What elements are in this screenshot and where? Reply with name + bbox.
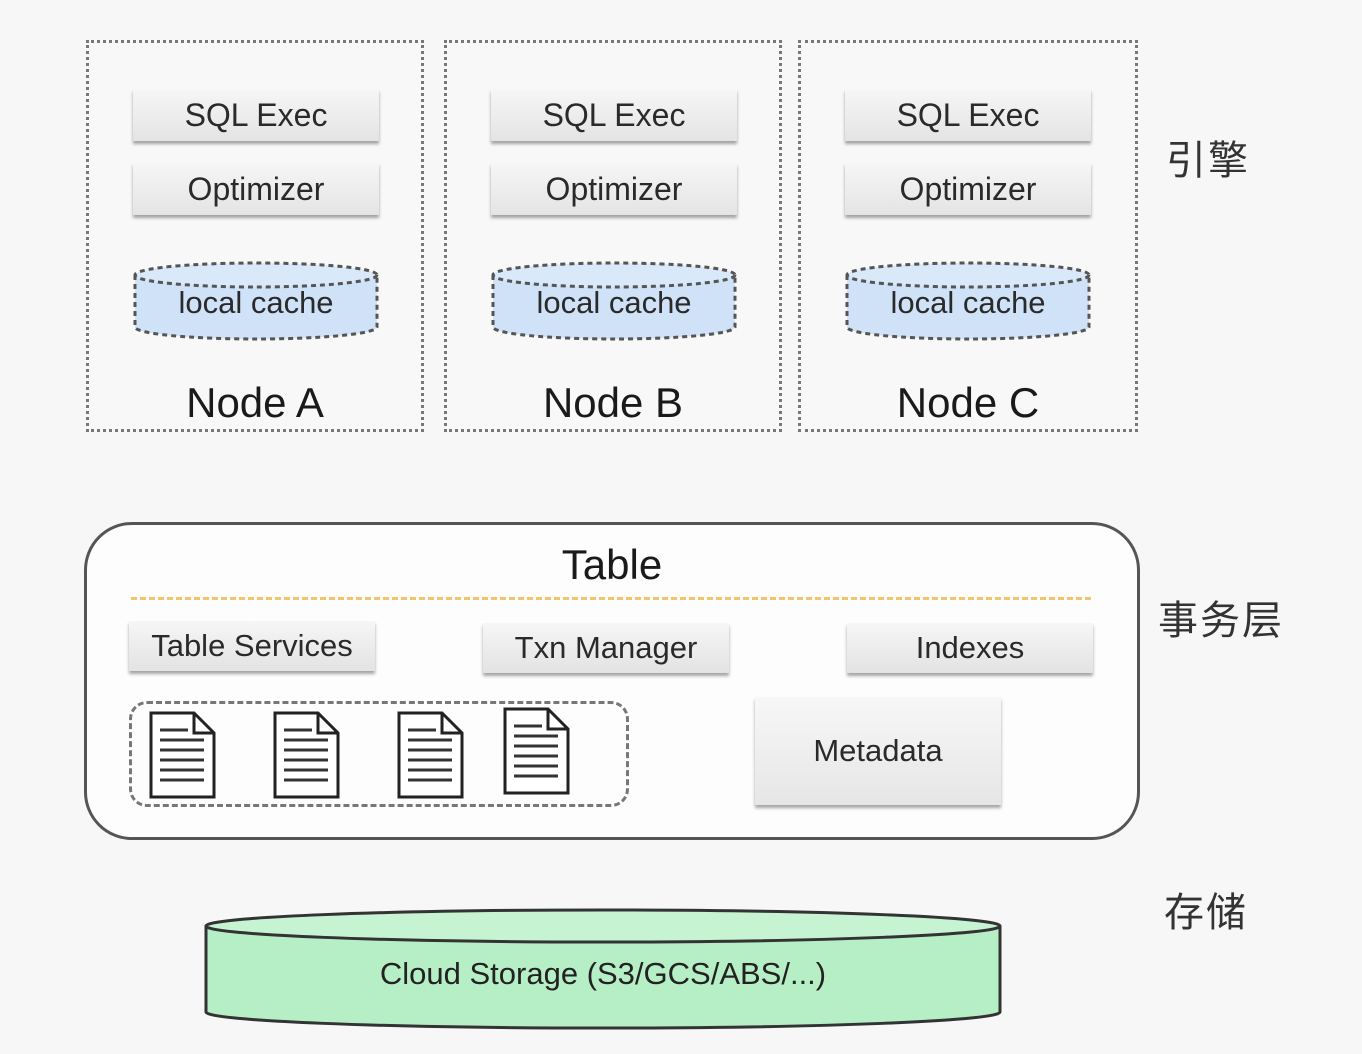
node-a: SQL Exec Optimizer local cache Node A bbox=[86, 40, 424, 432]
table-divider bbox=[131, 597, 1091, 600]
local-cache-label: local cache bbox=[178, 285, 334, 320]
metadata-block: Metadata bbox=[755, 697, 1001, 805]
sql-exec-block: SQL Exec bbox=[845, 89, 1091, 141]
node-name: Node C bbox=[896, 379, 1040, 426]
document-icon bbox=[149, 711, 216, 799]
document-icon bbox=[397, 711, 464, 799]
sql-exec-block: SQL Exec bbox=[491, 89, 737, 141]
local-cache: local cache bbox=[133, 261, 379, 343]
txn-manager-block: Txn Manager bbox=[483, 623, 729, 673]
sql-exec-block: SQL Exec bbox=[133, 89, 379, 141]
cloud-storage: Cloud Storage (S3/GCS/ABS/...) bbox=[204, 906, 1002, 1030]
transaction-layer-label: 事务层 bbox=[1158, 598, 1284, 644]
storage-layer-label: 存储 bbox=[1164, 890, 1248, 936]
optimizer-block: Optimizer bbox=[845, 163, 1091, 215]
local-cache: local cache bbox=[491, 261, 737, 343]
optimizer-block: Optimizer bbox=[491, 163, 737, 215]
node-b: SQL Exec Optimizer local cache Node B bbox=[444, 40, 782, 432]
table-title: Table bbox=[561, 541, 663, 588]
node-name: Node A bbox=[186, 379, 324, 426]
table-services-block: Table Services bbox=[129, 621, 375, 671]
local-cache-label: local cache bbox=[536, 285, 692, 320]
data-files-group bbox=[129, 701, 629, 807]
node-name: Node B bbox=[542, 379, 684, 426]
table-container: Table Table Services Txn Manager Indexes bbox=[84, 522, 1140, 840]
engine-layer-label: 引擎 bbox=[1166, 138, 1250, 184]
node-c: SQL Exec Optimizer local cache Node C bbox=[798, 40, 1138, 432]
document-icon bbox=[503, 707, 570, 795]
cloud-storage-label: Cloud Storage (S3/GCS/ABS/...) bbox=[379, 956, 827, 991]
local-cache: local cache bbox=[845, 261, 1091, 343]
optimizer-block: Optimizer bbox=[133, 163, 379, 215]
indexes-block: Indexes bbox=[847, 623, 1093, 673]
document-icon bbox=[273, 711, 340, 799]
local-cache-label: local cache bbox=[890, 285, 1046, 320]
